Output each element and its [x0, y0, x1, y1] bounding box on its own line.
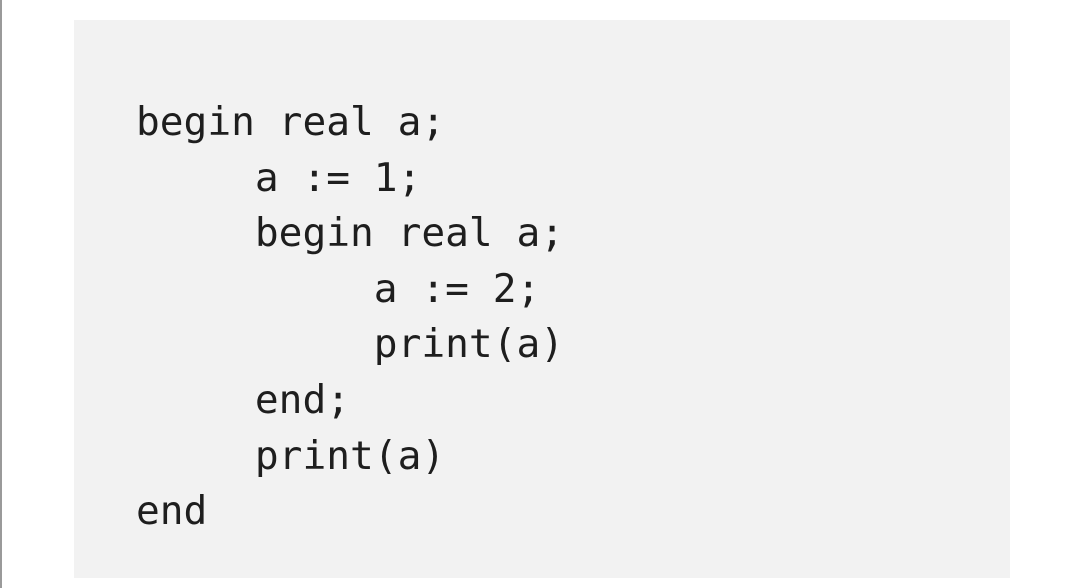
code-line: a := 1; [136, 154, 422, 201]
code-line: a := 2; [136, 265, 541, 312]
code-line: print(a) [136, 321, 565, 368]
code-block: begin real a; a := 1; begin real a; a :=… [74, 20, 1010, 578]
code-listing: begin real a; a := 1; begin real a; a :=… [136, 99, 564, 544]
code-line: end; [136, 376, 351, 423]
code-line: print(a) [136, 432, 446, 479]
code-line: end [136, 488, 208, 535]
code-line: begin real a; [136, 99, 446, 145]
code-line: begin real a; [136, 210, 565, 257]
